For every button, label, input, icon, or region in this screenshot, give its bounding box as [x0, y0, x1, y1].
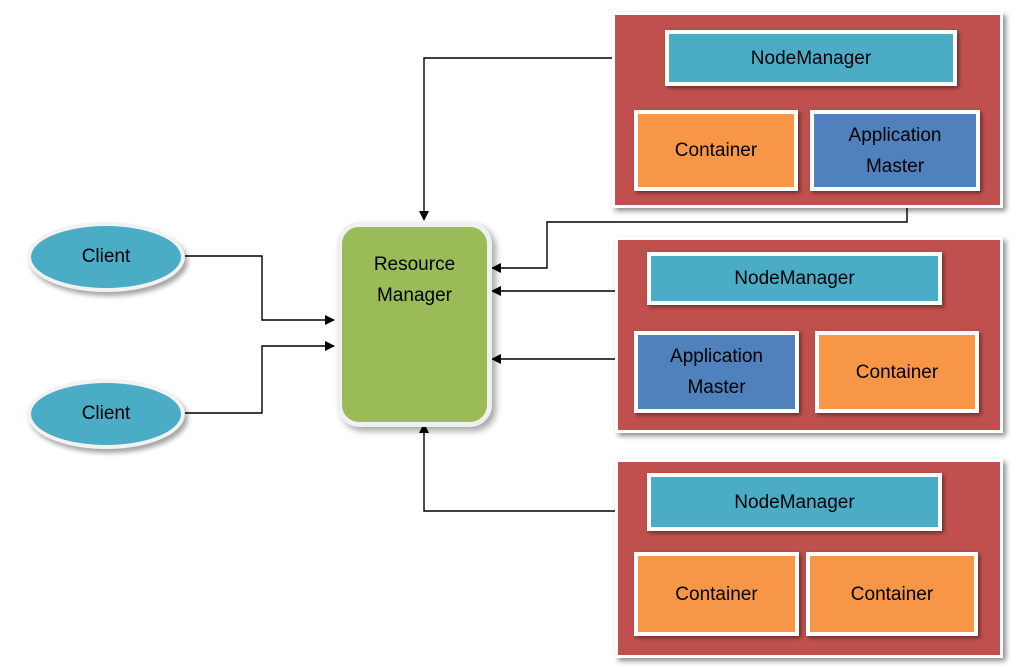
container-node1: Container	[634, 110, 798, 191]
resource-manager: Resource Manager	[337, 222, 492, 427]
container-node3-b: Container	[806, 552, 978, 636]
client-2: Client	[27, 379, 185, 449]
node-manager-2: NodeManager	[647, 252, 942, 305]
node-manager-3: NodeManager	[647, 473, 942, 531]
client-1: Client	[27, 222, 185, 292]
application-master-node2: Application Master	[634, 331, 799, 413]
container-node2: Container	[815, 331, 979, 413]
container-node3-a: Container	[634, 552, 799, 636]
arrow-client2-to-rm	[184, 341, 335, 414]
client-label: Client	[81, 403, 131, 424]
client-label: Client	[81, 246, 131, 267]
arrow-client1-to-rm	[184, 255, 335, 325]
arrow-node1-to-rm	[419, 57, 616, 221]
arrow-node3-to-rm	[419, 423, 616, 512]
node-manager-1: NodeManager	[665, 30, 957, 86]
application-master-node1: Application Master	[810, 110, 980, 191]
arrow-am1-to-rm	[491, 197, 908, 273]
